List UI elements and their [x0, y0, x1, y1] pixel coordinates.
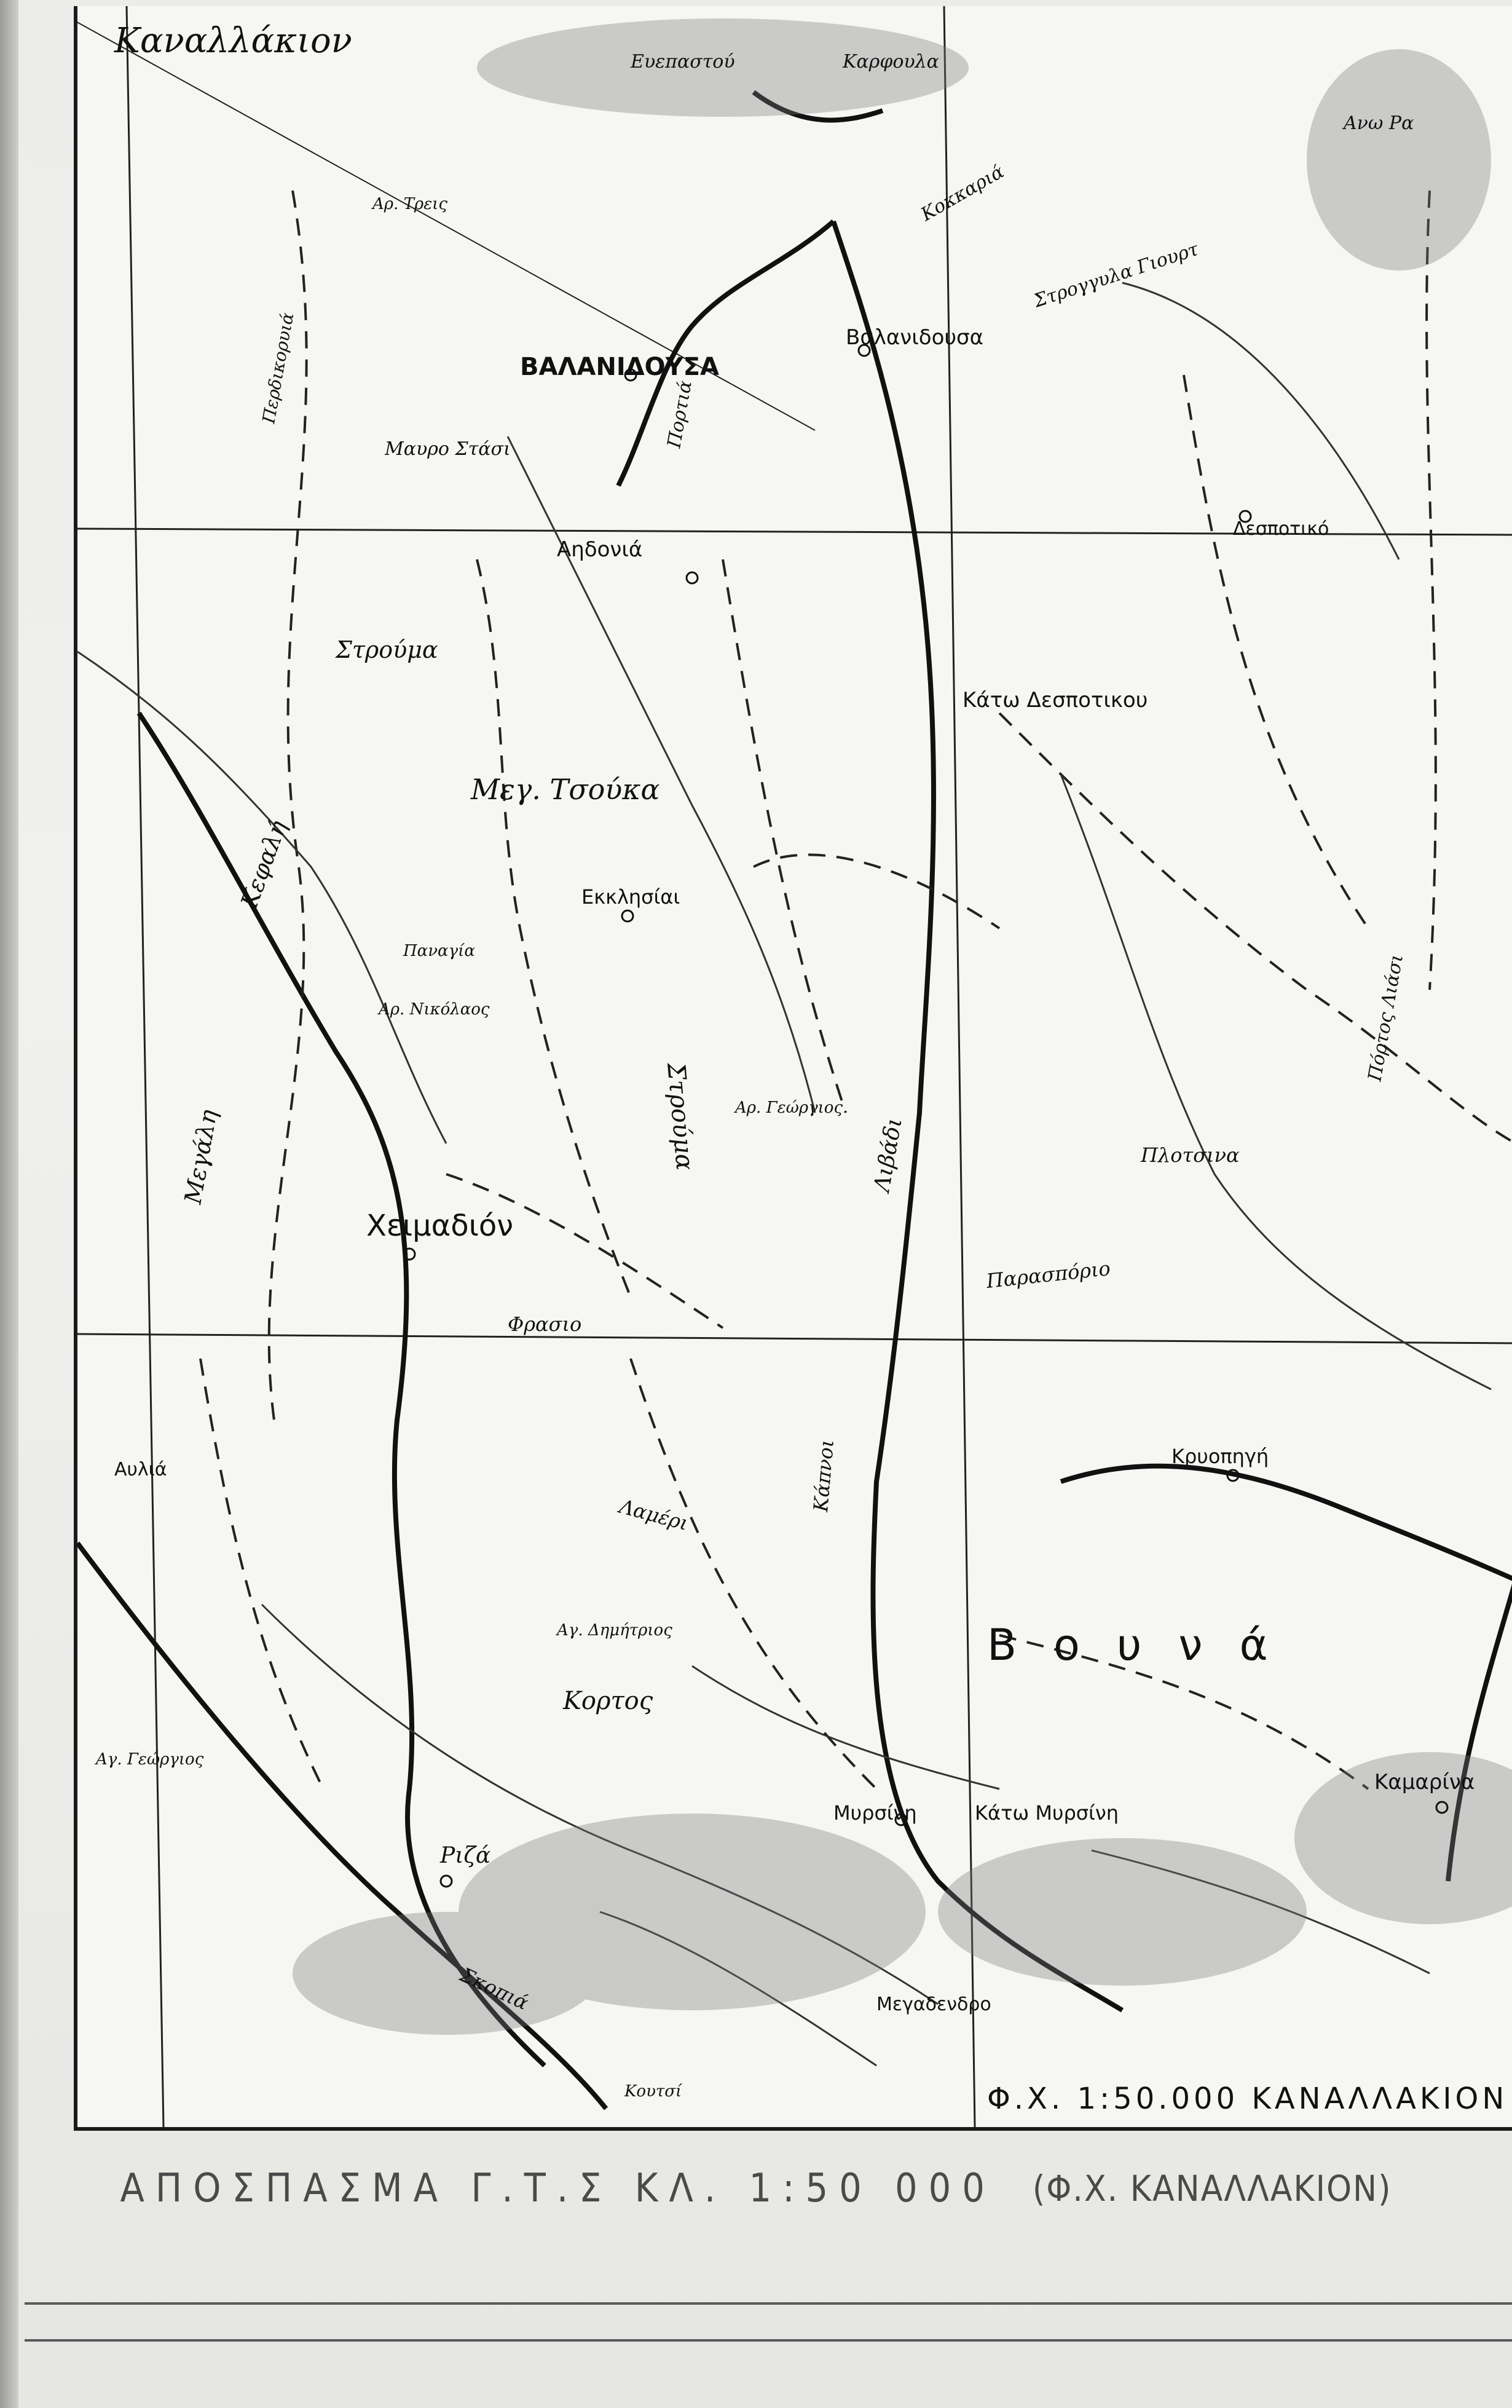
- label-koutsi: Κουτσί: [624, 2082, 683, 2101]
- grid-line-vertical: [125, 6, 165, 2127]
- label-perdikoryia: Περδικορυιά: [258, 311, 297, 425]
- label-ano-r: Ανω Ρα: [1342, 113, 1414, 134]
- label-paraspori: Παρασπόριο: [985, 1257, 1112, 1293]
- label-bouva: Βουνά: [987, 1620, 1305, 1670]
- diagonal-line: [77, 22, 816, 431]
- settlement-markers: [403, 344, 1449, 1888]
- label-porto-liasi: Πόρτος Λιάσι: [1364, 953, 1408, 1084]
- label-kortos: Κορτος: [562, 1687, 653, 1715]
- map-caption: ΑΠΟΣΠΑΣΜΑ Γ.Τ.Σ ΚΛ. 1:50 000 (Φ.Χ. ΚΑΝΑΛ…: [0, 2139, 1512, 2238]
- label-frasto: Φρασιο: [508, 1313, 581, 1336]
- label-megali: Μεγάλη: [179, 1108, 222, 1207]
- label-ar-treis: Αρ. Τρεις: [371, 195, 447, 213]
- label-tsikoudia: Στρούμα: [661, 1060, 699, 1172]
- label-riza: Ριζά: [439, 1843, 490, 1868]
- label-kefali: Κεφαλή: [235, 817, 292, 912]
- label-mavro-stasi: Μαυρο Στάσι: [384, 438, 511, 460]
- label-eleftherion: Ευεπαστού: [630, 51, 735, 73]
- label-portia: Πορτιά: [663, 379, 696, 451]
- grid-lines: [77, 6, 1512, 2127]
- grid-line-horizontal: [77, 527, 1512, 536]
- terrain-shading: [293, 18, 1512, 2035]
- main-road: [752, 90, 884, 123]
- label-valanidousa-village: ΒΑΛΑΝΙΔΟΥΣΑ: [520, 353, 719, 381]
- grid-line-horizontal: [77, 1333, 1512, 1344]
- label-agonia: Αηδονιά: [557, 537, 642, 562]
- label-kanallakion: Καναλλάκιον: [114, 21, 352, 61]
- map-sheet-note: Φ.Χ. 1:50.000 ΚΑΝΑΛΛΑΚΙΟΝ: [987, 2082, 1508, 2116]
- label-kamarina: Καμαρίνα: [1374, 1770, 1475, 1794]
- label-karpouli: Καρφουλα: [842, 51, 939, 73]
- streams: [77, 282, 1492, 2067]
- label-meg-tsouka: Μεγ. Τσούκα: [470, 773, 660, 806]
- main-road: [1060, 1463, 1512, 1581]
- map-drawing: Καναλλάκιον Ευεπαστού Καρφουλα Ανω Ρα Αρ…: [77, 6, 1512, 2127]
- label-plotsina: Πλοτσινα: [1140, 1143, 1240, 1167]
- label-ag-dimitrios: Αγ. Δημήτριος: [556, 1621, 672, 1640]
- main-road: [831, 220, 1124, 2013]
- label-krioneri: Κρυοπηγή: [1171, 1445, 1269, 1468]
- label-ekklisiai: Εκκλησίαι: [581, 885, 680, 909]
- label-kapnoi: Κάπνοι: [809, 1439, 838, 1514]
- main-road: [136, 711, 546, 2067]
- label-megadendro: Μεγαδενδρο: [876, 1994, 991, 2015]
- main-road: [1446, 1584, 1512, 1882]
- paths: [199, 190, 1512, 1790]
- page-edge-shadow: [0, 0, 18, 2408]
- topographic-map: Καναλλάκιον Ευεπαστού Καρφουλα Ανω Ρα Αρ…: [74, 6, 1512, 2131]
- main-roads: [77, 90, 1512, 2110]
- label-agios-georgios: Αγ. Γεώργιος: [95, 1750, 204, 1769]
- main-road: [77, 1541, 608, 2110]
- main-road: [616, 219, 835, 487]
- label-strouma: Στρούμα: [334, 636, 438, 663]
- divider-line: [25, 2302, 1512, 2305]
- grid-line-vertical: [943, 6, 976, 2127]
- label-xeimadion: Χειμαδιόν: [366, 1209, 513, 1243]
- label-despotiko: Δεσποτικό: [1233, 518, 1329, 540]
- label-valanidousa: Βαλανιδουσα: [846, 325, 983, 350]
- label-myrsini: Μυρσίνη: [833, 1801, 917, 1825]
- label-kato-despotikou: Κάτω Δεσποτικου: [963, 688, 1148, 713]
- label-panagia: Παναγία: [403, 942, 475, 960]
- label-ar-georgios: Αρ. Γεώργιος: [734, 1099, 843, 1117]
- label-kato-myrsini: Κάτω Μυρσίνη: [975, 1801, 1119, 1825]
- label-stroggyla: Στρογγυλα Γιουρτ: [1031, 239, 1202, 312]
- caption-sheet: (Φ.Χ. ΚΑΝΑΛΛΑΚΙΟΝ): [1032, 2168, 1392, 2209]
- label-xyloskoi: Αυλιά: [114, 1459, 167, 1480]
- divider-line: [25, 2339, 1512, 2342]
- label-kokkaria: Κοκκαριά: [917, 161, 1008, 226]
- label-ar-nikolaos: Αρ. Νικόλαος: [377, 1000, 490, 1019]
- label-livadi: Λιβάδι: [869, 1116, 907, 1195]
- label-lameri: Λαμέρι: [615, 1494, 691, 1535]
- caption-title: ΑΠΟΣΠΑΣΜΑ Γ.Τ.Σ ΚΛ. 1:50 000: [120, 2166, 996, 2211]
